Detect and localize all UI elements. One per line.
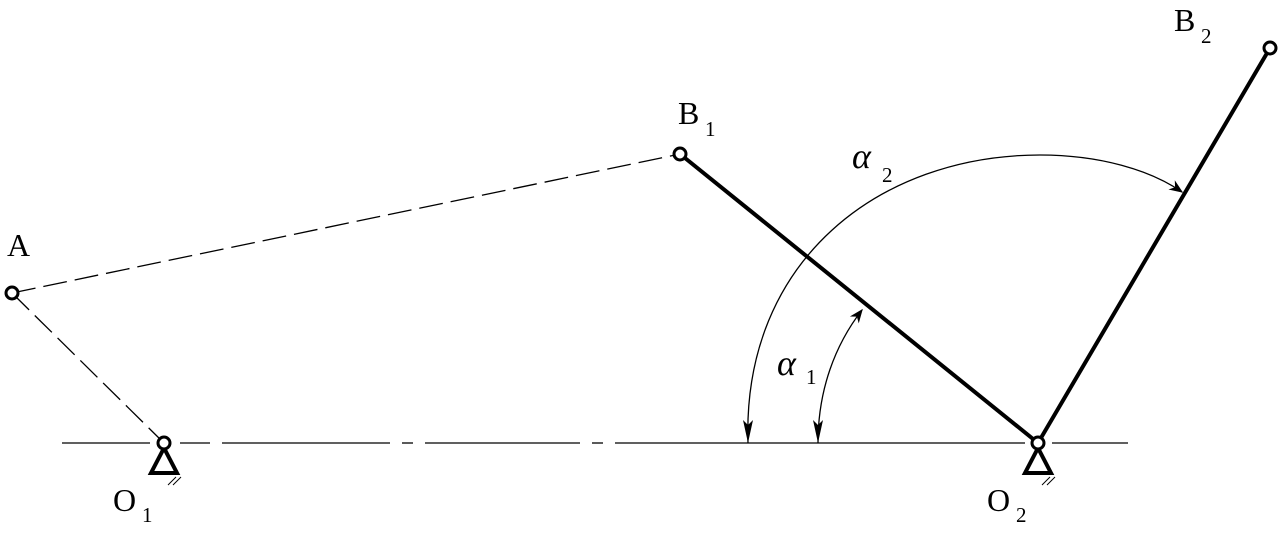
support-O1 bbox=[147, 443, 182, 486]
joint-A bbox=[4, 285, 20, 301]
joint-B2 bbox=[1262, 40, 1278, 56]
alpha1-start-arrowhead bbox=[813, 420, 823, 443]
label-B2: B bbox=[1174, 2, 1195, 38]
rocker-O2B1 bbox=[678, 152, 1040, 445]
label-alpha2-sub: 2 bbox=[882, 163, 893, 187]
angle-alpha2-arc bbox=[747, 154, 1184, 444]
link-AB1-dashed bbox=[11, 153, 681, 294]
angle-alpha1-arc bbox=[817, 308, 863, 444]
alpha2-start-arrowhead bbox=[743, 420, 753, 443]
label-A: A bbox=[7, 227, 30, 263]
label-B1-sub: 1 bbox=[705, 117, 716, 141]
link-O1A-dashed bbox=[11, 292, 165, 444]
rocker-O2B2 bbox=[1036, 46, 1272, 445]
joint-O1 bbox=[156, 435, 172, 451]
label-alpha2: α bbox=[852, 136, 872, 176]
label-O1: O bbox=[113, 482, 136, 518]
label-alpha1: α bbox=[777, 343, 797, 383]
label-B1: B bbox=[678, 95, 699, 131]
label-B2-sub: 2 bbox=[1201, 24, 1212, 48]
joint-B1 bbox=[672, 146, 688, 162]
label-O1-sub: 1 bbox=[142, 503, 153, 527]
label-O2: O bbox=[987, 482, 1010, 518]
support-O2 bbox=[1021, 443, 1056, 486]
joint-O2 bbox=[1030, 435, 1046, 451]
label-O2-sub: 2 bbox=[1016, 503, 1027, 527]
label-alpha1-sub: 1 bbox=[806, 365, 817, 389]
